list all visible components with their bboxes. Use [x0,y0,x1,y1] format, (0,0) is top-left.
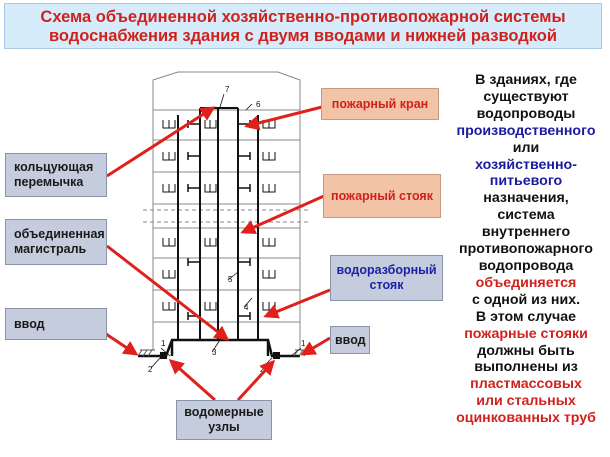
right-inlet-label: ввод [330,326,370,354]
note-line: В зданиях, где [475,72,577,88]
note-line: внутреннего [481,224,571,241]
svg-text:5: 5 [228,275,233,284]
note-line: выполнены из [474,359,578,376]
pointer-arrows [105,105,331,402]
svg-text:6: 6 [256,100,261,109]
note-line: или стальных [476,393,576,410]
ring-jumper-label: кольцующая перемычка [5,153,107,197]
note-line: противопожарного [459,241,593,258]
svg-text:3: 3 [212,348,217,357]
note-line: производственного [456,122,596,139]
note-line: хозяйственно- [475,156,577,173]
note-line: или [512,139,540,156]
note-line: пластмассовых [470,376,582,393]
water-riser-label: водоразборный стояк [330,255,443,301]
fire-riser-label: пожарный стояк [323,174,441,218]
note-line: существуют [483,88,569,105]
svg-text:7: 7 [225,85,230,94]
note-line: водопровода [478,257,574,274]
note-line: объединяется [475,274,577,291]
note-line: В этом случае [475,308,577,325]
note-line: водопроводы [476,105,576,122]
fire-hydrant-label: пожарный кран [321,88,439,120]
note-line: оцинкованных труб [456,410,596,427]
note-line: с одной из них. [471,291,581,308]
diagram-title: Схема объединенной хозяйственно-противоп… [4,3,602,49]
svg-text:1: 1 [161,339,166,348]
combined-main-label: объединенная магистраль [5,219,107,265]
svg-text:2: 2 [148,365,153,374]
meter-nodes-label: водомерные узлы [176,400,272,440]
left-inlet-label: ввод [5,308,107,340]
meter-nodes [160,352,280,359]
note-line: пожарные стояки [464,325,588,342]
note-line: питьевого [489,173,563,190]
svg-text:4: 4 [244,303,249,312]
note-line: должны быть [477,342,575,359]
svg-text:1: 1 [301,339,306,348]
note-line: система [497,207,555,224]
note-line: назначения, [483,190,569,207]
fixtures [162,120,276,311]
